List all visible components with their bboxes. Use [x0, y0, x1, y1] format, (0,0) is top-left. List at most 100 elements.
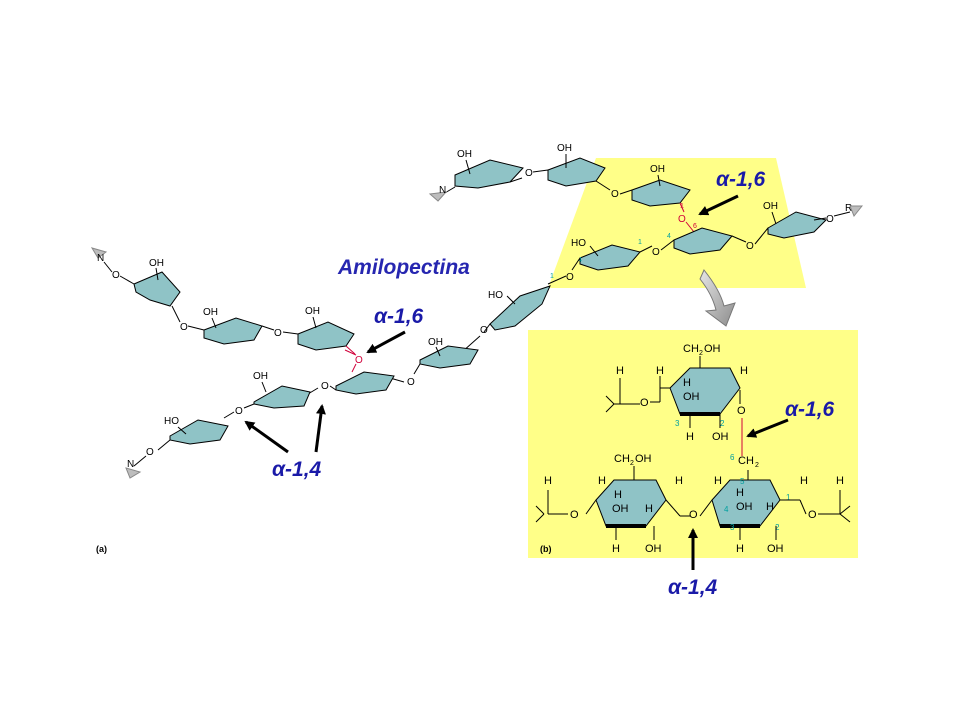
atom-label: H — [800, 475, 808, 487]
atom-label: CH — [683, 343, 699, 355]
atom-label: N — [97, 253, 104, 264]
glucose-ring — [253, 385, 311, 409]
atom-label: H — [656, 365, 664, 377]
atom-label: 2 — [699, 350, 703, 357]
atom-label: H — [736, 487, 744, 499]
atom-label: OH — [203, 307, 218, 318]
atom-label: 2 — [755, 462, 759, 469]
atom-label: OH — [712, 431, 729, 443]
chain-end-arrow-icon — [90, 247, 108, 259]
atom-label: O — [640, 397, 649, 409]
glucose-ring — [489, 285, 551, 331]
top-chain: N OH O OH O OH 1 O 6 — [428, 143, 697, 233]
carbon-number: 3 — [675, 419, 680, 428]
carbon-number: 4 — [667, 233, 671, 240]
atom-label: O — [689, 509, 698, 521]
glucose-ring — [335, 371, 395, 395]
atom-label: OH — [428, 337, 443, 348]
atom-label: HO — [164, 416, 179, 427]
bond-label-inset-bottom: α-1,4 — [668, 576, 718, 599]
atom-label: O — [235, 406, 243, 417]
atom-label: OH — [683, 391, 700, 403]
glucose-ring — [767, 211, 827, 239]
atom-label: OH — [635, 453, 652, 465]
atom-label: O — [611, 189, 619, 200]
inset-panel — [528, 330, 858, 558]
carbon-number: 4 — [578, 257, 582, 264]
inset-structure: CH 2 OH H O H OH H O 3 2 H OH H 6 CH 2 C… — [535, 343, 851, 555]
carbon-number: 6 — [693, 223, 697, 230]
atom-label: O — [146, 447, 154, 458]
atom-label: R — [845, 203, 852, 214]
glucose-ring — [133, 271, 181, 307]
arrow-lower-left-a — [244, 420, 289, 454]
carbon-number: 2 — [775, 523, 780, 532]
atom-label: H — [740, 365, 748, 377]
atom-label: O — [180, 322, 188, 333]
glucose-ring — [579, 244, 641, 271]
atom-label: O — [355, 355, 363, 366]
atom-label: H — [766, 501, 774, 513]
atom-label: CH — [738, 455, 754, 467]
atom-label: H — [598, 475, 606, 487]
atom-label: OH — [736, 501, 753, 513]
arrow-middle — [366, 330, 406, 354]
atom-label: O — [274, 328, 282, 339]
atom-label: O — [737, 405, 746, 417]
atom-label: OH — [763, 201, 778, 212]
carbon-number: 1 — [550, 273, 554, 280]
atom-label: O — [570, 509, 579, 521]
atom-label: OH — [645, 543, 662, 555]
page-title: Amilopectina — [337, 256, 470, 279]
glucose-ring — [454, 159, 524, 189]
atom-label: O — [826, 214, 834, 225]
atom-label: OH — [704, 343, 721, 355]
atom-label: 2 — [630, 460, 634, 467]
atom-label: CH — [614, 453, 630, 465]
upper-left-branch: N O OH O OH O OH — [90, 247, 356, 355]
atom-label: HO — [571, 238, 586, 249]
atom-label: OH — [253, 371, 268, 382]
carbon-number: 5 — [740, 477, 745, 486]
glucose-ring — [203, 317, 263, 345]
carbon-number: 1 — [638, 239, 642, 246]
atom-label: O — [652, 247, 660, 258]
chain-end-arrow-icon — [125, 467, 142, 479]
atom-label: OH — [457, 149, 472, 160]
carbon-number: 4 — [724, 505, 729, 514]
atom-label: OH — [557, 143, 572, 154]
atom-label: H — [686, 431, 694, 443]
bond-label-middle: α-1,6 — [374, 305, 424, 328]
chain-end-arrow-icon — [428, 191, 448, 202]
atom-label: H — [836, 475, 844, 487]
atom-label: H — [714, 475, 722, 487]
atom-label: H — [614, 489, 622, 501]
atom-label: O — [808, 509, 817, 521]
atom-label: H — [612, 543, 620, 555]
atom-label: O — [746, 241, 754, 252]
arrow-top-right — [698, 194, 739, 216]
bond-label-inset-right: α-1,6 — [785, 398, 835, 421]
atom-label: H — [736, 543, 744, 555]
atom-label: H — [544, 475, 552, 487]
zoom-arrow — [699, 269, 736, 327]
atom-label: N — [127, 459, 134, 470]
atom-label: O — [321, 381, 329, 392]
glucose-ring — [673, 227, 733, 255]
arrow-lower-left-b — [314, 404, 326, 453]
atom-label: H — [616, 365, 624, 377]
bond-label-top-right: α-1,6 — [716, 168, 766, 191]
panel-label-b: (b) — [540, 544, 552, 554]
atom-label: OH — [767, 543, 784, 555]
carbon-number: 6 — [730, 453, 735, 462]
carbon-number: 3 — [730, 523, 735, 532]
bond-label-lower-left: α-1,4 — [272, 458, 322, 481]
main-chain-left: HO O OH O O O OH O HO O N — [125, 285, 551, 479]
main-chain-right: HO 4 1 O 4 O OH O R O 1 — [547, 201, 864, 285]
atom-label: O — [480, 325, 488, 336]
atom-label: H — [645, 503, 653, 515]
glucose-ring — [419, 345, 479, 369]
atom-label: H — [675, 475, 683, 487]
